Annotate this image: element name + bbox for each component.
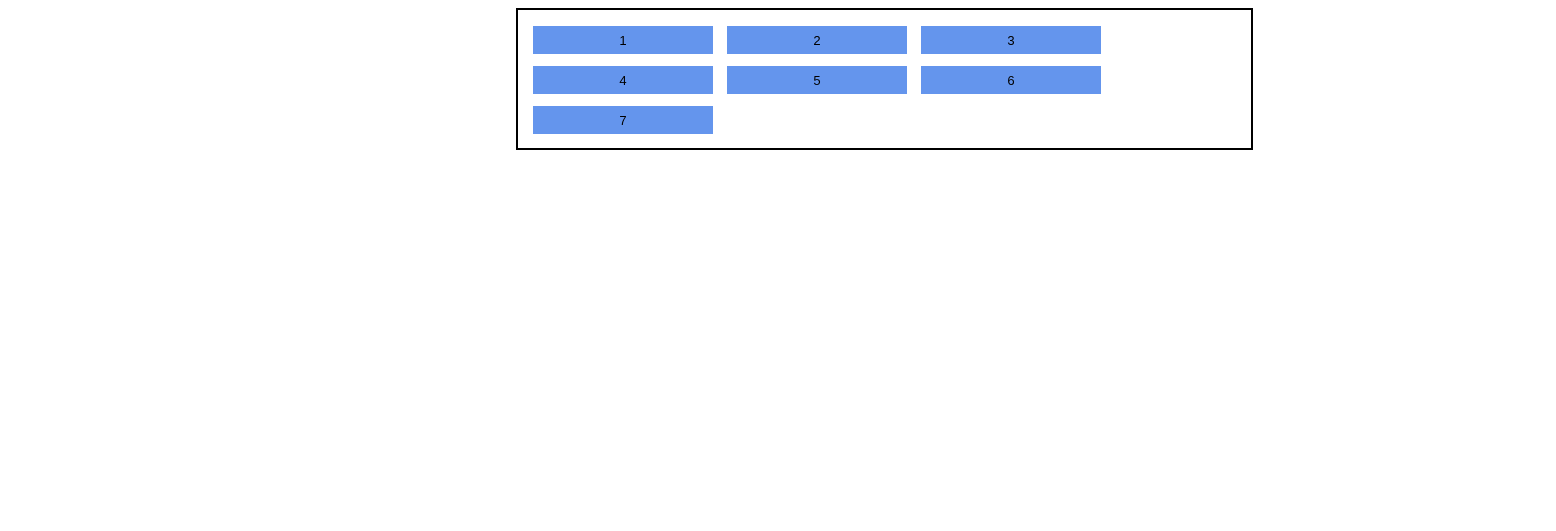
flex-item-4: 4 — [533, 66, 713, 94]
flex-item-label: 4 — [619, 72, 627, 88]
flex-item-5: 5 — [727, 66, 907, 94]
flex-item-1: 1 — [533, 26, 713, 54]
flex-item-label: 1 — [619, 32, 627, 48]
flex-item-3: 3 — [921, 26, 1101, 54]
flex-item-label: 5 — [813, 72, 821, 88]
flex-item-6: 6 — [921, 66, 1101, 94]
flex-item-7: 7 — [533, 106, 713, 134]
flex-item-label: 7 — [619, 112, 627, 128]
flex-item-label: 2 — [813, 32, 821, 48]
flex-item-2: 2 — [727, 26, 907, 54]
flex-item-label: 6 — [1007, 72, 1015, 88]
flex-item-label: 3 — [1007, 32, 1015, 48]
flex-container: 1 2 3 4 5 6 7 — [516, 8, 1253, 150]
